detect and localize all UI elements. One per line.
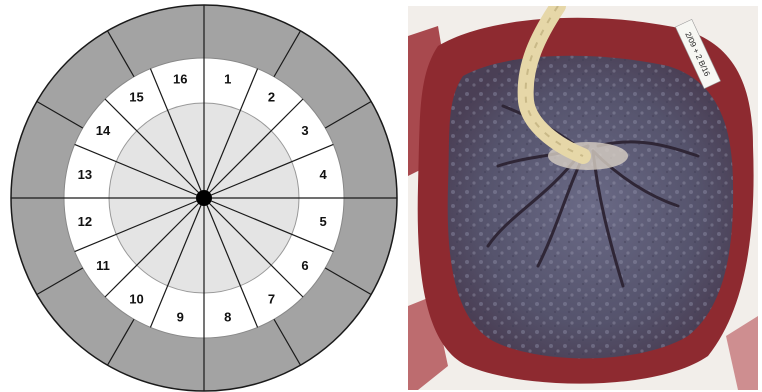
segment-label-7: 7	[268, 292, 275, 307]
segment-label-5: 5	[320, 214, 327, 229]
segment-label-12: 12	[78, 214, 92, 229]
segment-label-15: 15	[129, 89, 143, 104]
segment-label-11: 11	[96, 258, 110, 273]
segment-label-4: 4	[320, 167, 328, 182]
segment-label-16: 16	[173, 71, 187, 86]
placenta-photograph: 2/09 + 2 B/16	[408, 6, 758, 390]
segment-label-6: 6	[301, 258, 308, 273]
center-dot	[196, 190, 212, 206]
segment-label-10: 10	[129, 292, 143, 307]
placenta-image: 2/09 + 2 B/16	[408, 6, 758, 390]
segment-label-8: 8	[224, 310, 231, 325]
segment-label-9: 9	[177, 310, 184, 325]
segment-label-3: 3	[301, 123, 308, 138]
segment-label-14: 14	[96, 123, 111, 138]
surface-texture	[448, 56, 733, 359]
segment-label-1: 1	[224, 71, 231, 86]
segment-label-13: 13	[78, 167, 92, 182]
segment-label-2: 2	[268, 89, 275, 104]
